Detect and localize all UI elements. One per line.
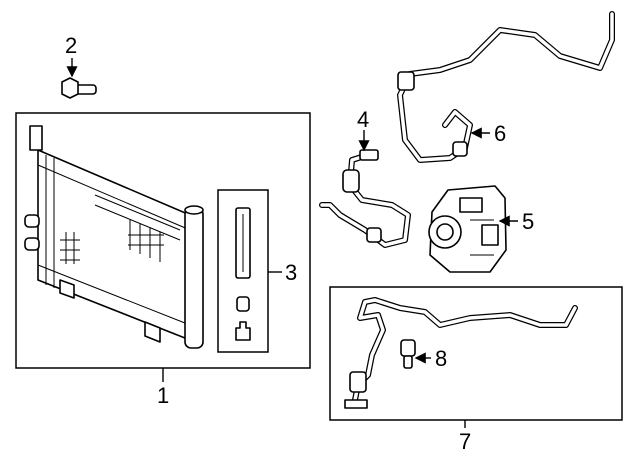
desiccant-kit-illustration[interactable] (235, 207, 251, 341)
callout-7: 7 (459, 429, 471, 454)
pipe-group-box (329, 286, 623, 421)
dryer-kit-box (217, 189, 269, 353)
callout-5: 5 (522, 209, 534, 234)
callout-2: 2 (65, 33, 77, 58)
compressor-illustration[interactable] (428, 185, 507, 273)
suction-hose-illustration[interactable] (319, 149, 411, 248)
callout-3: 3 (285, 260, 297, 285)
callout-8: 8 (435, 346, 447, 371)
discharge-hose-illustration[interactable] (397, 11, 615, 163)
callout-6: 6 (494, 121, 506, 146)
bolt-illustration[interactable] (61, 77, 97, 99)
pressure-switch-illustration[interactable] (400, 339, 416, 369)
callout-1: 1 (157, 383, 169, 408)
liquid-pipe-illustration[interactable] (344, 297, 578, 409)
condenser-illustration[interactable] (24, 125, 204, 349)
callout-4: 4 (357, 107, 369, 132)
